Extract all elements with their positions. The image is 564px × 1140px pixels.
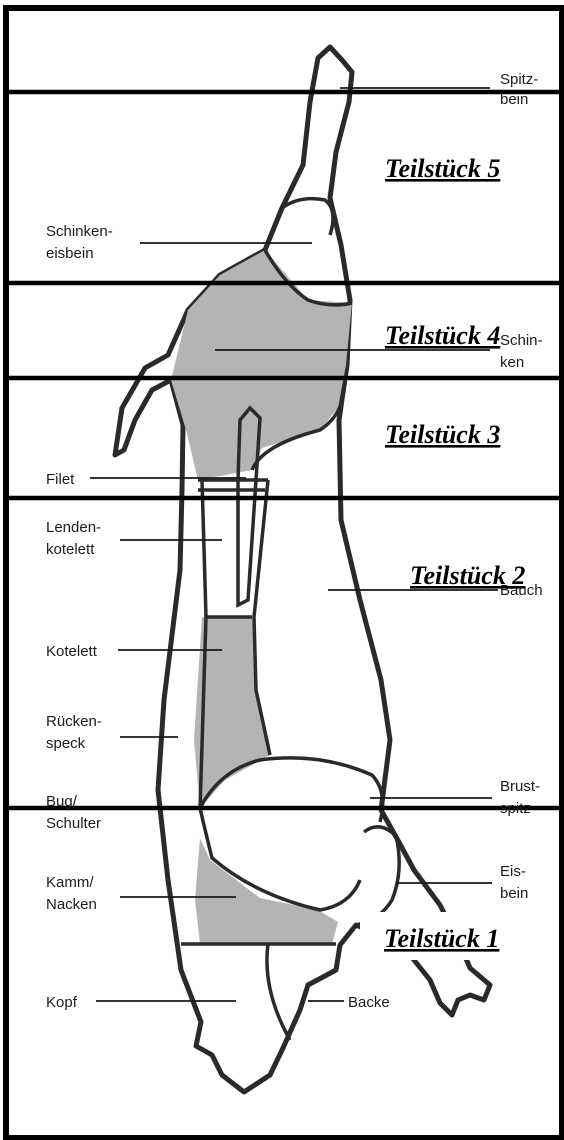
label-filet: Filet <box>46 471 75 488</box>
teilstueck-5-label: Teilstück 5 <box>385 154 500 183</box>
teilstueck-4-label: Teilstück 4 <box>385 321 500 350</box>
teilstueck-3-label: Teilstück 3 <box>385 420 500 449</box>
teilstueck-1-label: Teilstück 1 <box>384 924 499 953</box>
label-kopf: Kopf <box>46 994 78 1011</box>
teilstueck-2-label: Teilstück 2 <box>410 561 525 590</box>
label-backe: Backe <box>348 994 390 1011</box>
label-kotelett: Kotelett <box>46 643 98 660</box>
